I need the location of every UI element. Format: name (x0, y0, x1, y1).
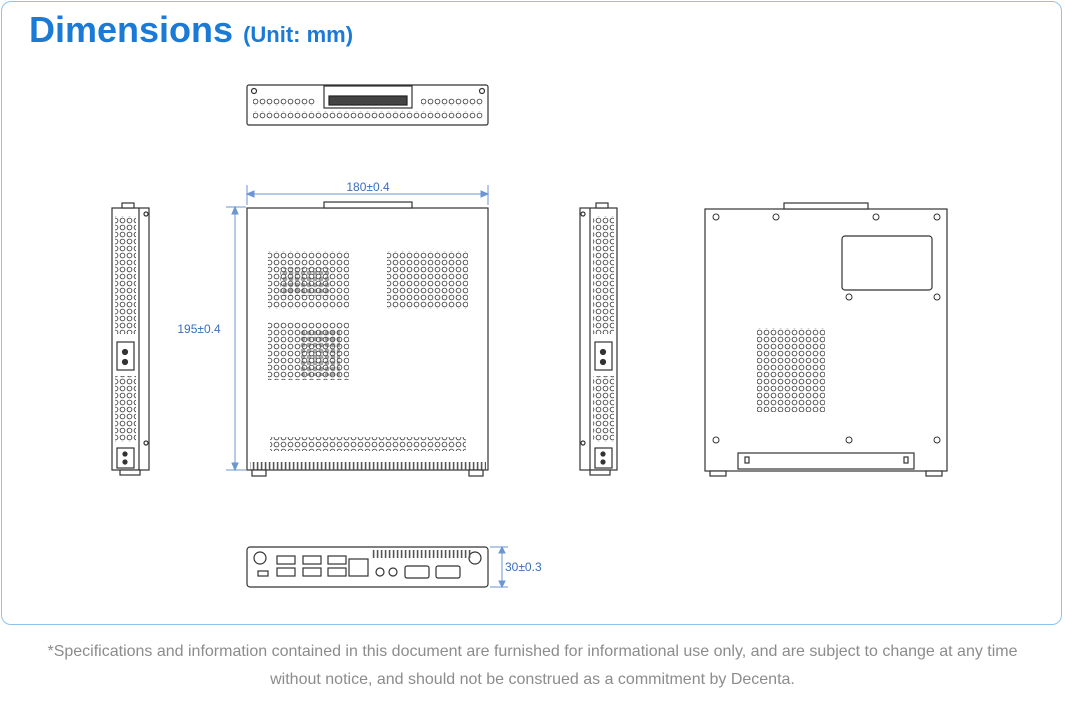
top-view (246, 84, 489, 126)
page-title: Dimensions (Unit: mm) (29, 8, 353, 57)
rear-io-view (246, 546, 489, 588)
depth-dimension (226, 205, 246, 472)
right-side-view (579, 202, 618, 476)
footnote-line-1: *Specifications and information containe… (47, 643, 1018, 660)
content-frame (1, 1, 1062, 625)
depth-dimension-label: 195±0.4 (177, 322, 221, 336)
height-dimension-label: 30±0.3 (505, 560, 542, 574)
unit-label: (Unit: mm) (243, 22, 354, 47)
front-view (246, 201, 489, 477)
back-view (704, 202, 948, 477)
width-dimension-label: 180±0.4 (346, 180, 390, 194)
title-text: Dimensions (29, 9, 234, 50)
width-dimension (245, 185, 490, 205)
left-side-view (111, 202, 150, 476)
footnote-line-2: without notice, and should not be constr… (270, 671, 795, 688)
disclaimer-footnote: *Specifications and information containe… (0, 638, 1065, 694)
height-dimension (490, 545, 508, 589)
